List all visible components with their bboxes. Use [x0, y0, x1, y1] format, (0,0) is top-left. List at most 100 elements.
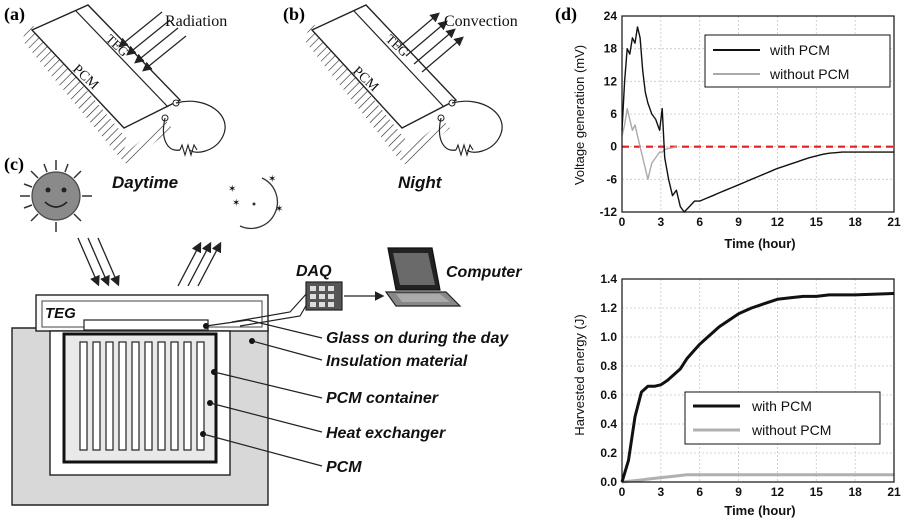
- voltage-ytick-label: 24: [604, 9, 618, 23]
- energy-ytick-label: 0.2: [600, 446, 617, 460]
- energy-plot-bg: [622, 279, 894, 482]
- voltage-legend-without: without PCM: [769, 66, 849, 82]
- callout-pcm: PCM: [326, 459, 362, 476]
- panel-a-arrow-3: [134, 27, 179, 64]
- panel-a-side-hatch: [120, 120, 172, 165]
- panel-a-resistor: [179, 143, 198, 157]
- panel-d-label: (d): [555, 4, 577, 25]
- voltage-ytick-label: -12: [600, 205, 618, 219]
- voltage-chart-xlabel: Time (hour): [724, 236, 795, 251]
- panel-a-radiation-text: Radiation: [165, 13, 227, 30]
- svg-text:✶: ✶: [268, 174, 276, 185]
- panel-b-arrow-4: [421, 36, 464, 73]
- panel-a: (a) TEG PCM Radiation Daytime: [4, 4, 227, 192]
- panel-a-arrow-1: [118, 11, 163, 48]
- voltage-ytick-label: 12: [604, 74, 618, 88]
- outgoing-arrow-2: [187, 241, 212, 287]
- voltage-legend-with: with PCM: [769, 42, 830, 58]
- energy-ytick-label: 1.4: [600, 272, 617, 286]
- energy-ytick-label: 1.2: [600, 301, 617, 315]
- panel-b-arrow-1: [397, 12, 440, 49]
- panel-c: (c): [4, 154, 522, 506]
- energy-ytick-label: 1.0: [600, 330, 617, 344]
- energy-xtick-label: 3: [658, 485, 665, 499]
- panel-b-wire-2: [438, 117, 457, 151]
- energy-legend-with: with PCM: [751, 398, 812, 414]
- energy-xtick-label: 9: [735, 485, 742, 499]
- daq-label: DAQ: [296, 263, 332, 280]
- sunlight-arrow-2: [87, 237, 110, 287]
- energy-ytick-label: 0.0: [600, 475, 617, 489]
- energy-xtick-label: 12: [771, 485, 785, 499]
- heat-exchanger-fins: [79, 341, 205, 451]
- panel-a-teg-layer: [75, 10, 169, 108]
- panel-b-arrow-3: [413, 28, 456, 65]
- energy-frame: [621, 278, 895, 483]
- panel-a-arrow-4: [142, 35, 187, 72]
- laptop-icon: [384, 247, 462, 307]
- panel-b-label: (b): [283, 4, 305, 25]
- energy-chart-xlabel: Time (hour): [724, 503, 795, 518]
- energy-xtick-label: 15: [810, 485, 824, 499]
- svg-text:✶: ✶: [228, 184, 236, 195]
- energy-xtick-label: 6: [696, 485, 703, 499]
- voltage-ytick-label: 0: [610, 140, 617, 154]
- voltage-xtick-label: 18: [848, 215, 862, 229]
- callout-heat-exchanger: Heat exchanger: [326, 425, 446, 442]
- energy-chart-legend: with PCM without PCM: [684, 391, 881, 445]
- energy-legend-without: without PCM: [751, 422, 831, 438]
- outgoing-arrow-3: [197, 241, 222, 287]
- panel-b-slab: [310, 4, 458, 129]
- panel-b-teg-layer: [353, 10, 445, 108]
- callout-glass: Glass on during the day: [326, 330, 509, 347]
- energy-ytick-label: 0.6: [600, 388, 617, 402]
- voltage-chart-ylabel: Voltage generation (mV): [572, 45, 587, 185]
- daq-icon: [305, 281, 343, 311]
- panel-b-resistor: [455, 143, 474, 157]
- sunlight-arrow-3: [97, 237, 120, 287]
- panel-a-wire-1: [175, 100, 226, 153]
- voltage-legend-box: [704, 34, 891, 88]
- callout-insulation: Insulation material: [326, 353, 468, 370]
- computer-label: Computer: [446, 264, 522, 281]
- star-icons: ✶ ✶ ✶ ✶: [228, 174, 283, 215]
- outgoing-arrow-1: [177, 241, 202, 287]
- panel-a-arrow-2: [126, 19, 171, 56]
- panel-d: (d) 0 3 6 9 12 15 18 21 24 18 12 6 0 -6 -12 Voltage ge…: [555, 4, 901, 518]
- svg-text:✶: ✶: [275, 204, 283, 215]
- panel-a-label: (a): [4, 4, 25, 25]
- voltage-ytick-label: -6: [606, 172, 617, 186]
- voltage-xtick-label: 12: [771, 215, 785, 229]
- voltage-xtick-label: 6: [696, 215, 703, 229]
- energy-xtick-label: 21: [887, 485, 901, 499]
- panel-b-arrow-2: [405, 20, 448, 57]
- energy-series-without-pcm-line: [621, 473, 894, 484]
- panel-c-label: (c): [4, 154, 24, 175]
- voltage-frame: [621, 15, 895, 213]
- voltage-xtick-label: 0: [619, 215, 626, 229]
- teg-plate: [83, 319, 209, 331]
- panel-a-ground-hatch: [22, 22, 128, 158]
- energy-ytick-label: 0.8: [600, 359, 617, 373]
- panel-a-slab: [30, 4, 182, 129]
- sunlight-arrow-1: [77, 237, 100, 287]
- energy-xtick-label: 18: [848, 485, 862, 499]
- panel-b-convection-text: Convection: [444, 13, 518, 30]
- panel-b-ground-hatch: [304, 22, 406, 158]
- sun-icon: [20, 160, 92, 232]
- panel-a-wire-2: [162, 117, 181, 151]
- voltage-ytick-label: 6: [610, 107, 617, 121]
- energy-legend-box: [684, 391, 881, 445]
- voltage-ytick-label: 18: [604, 42, 618, 56]
- energy-ytick-label: 0.4: [600, 417, 617, 431]
- panel-a-caption: Daytime: [112, 173, 178, 192]
- panel-b: (b) TEG PCM Convection Night: [283, 4, 518, 192]
- voltage-xtick-label: 15: [810, 215, 824, 229]
- panel-b-wire-1: [451, 100, 503, 153]
- callout-pcm-container: PCM container: [326, 390, 439, 407]
- moon-icon: [239, 177, 279, 230]
